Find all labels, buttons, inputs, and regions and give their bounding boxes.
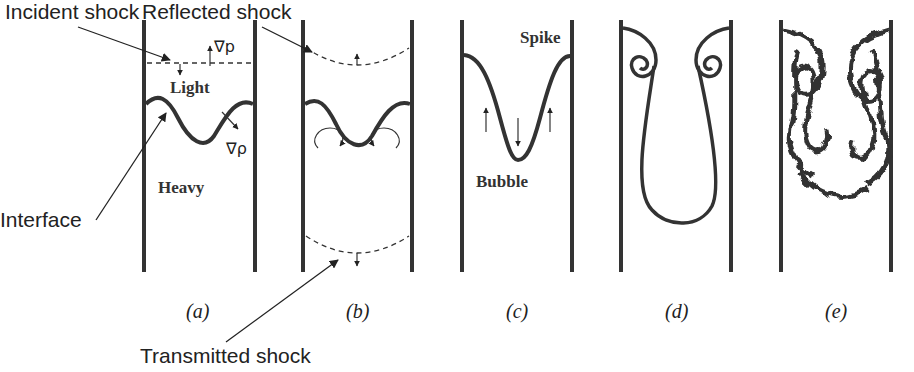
annotation-label: Transmitted shock	[140, 344, 311, 368]
panel-label: (b)	[346, 300, 369, 323]
annotation-label: Reflected shock	[142, 0, 291, 24]
panel-label: (c)	[506, 300, 528, 323]
channel-walls	[144, 20, 891, 272]
panel-label: (d)	[665, 300, 688, 323]
panel-d	[623, 28, 729, 223]
panel-b	[305, 48, 410, 266]
panel-label: (e)	[825, 300, 847, 323]
panel-e	[784, 30, 889, 196]
feature-label: Spike	[520, 28, 561, 48]
annotation-label: Incident shock	[5, 0, 139, 24]
panel-label: (a)	[186, 300, 209, 323]
annotation-label: Interface	[0, 208, 82, 232]
leader-lines	[78, 27, 338, 342]
gradient-symbol: ∇p	[214, 38, 235, 56]
fluid-label: Light	[170, 78, 210, 98]
fluid-label: Heavy	[158, 178, 204, 198]
panel-a	[146, 46, 253, 143]
gradient-symbol: ∇ρ	[226, 140, 247, 158]
panel-c	[464, 55, 570, 160]
feature-label: Bubble	[476, 172, 528, 192]
